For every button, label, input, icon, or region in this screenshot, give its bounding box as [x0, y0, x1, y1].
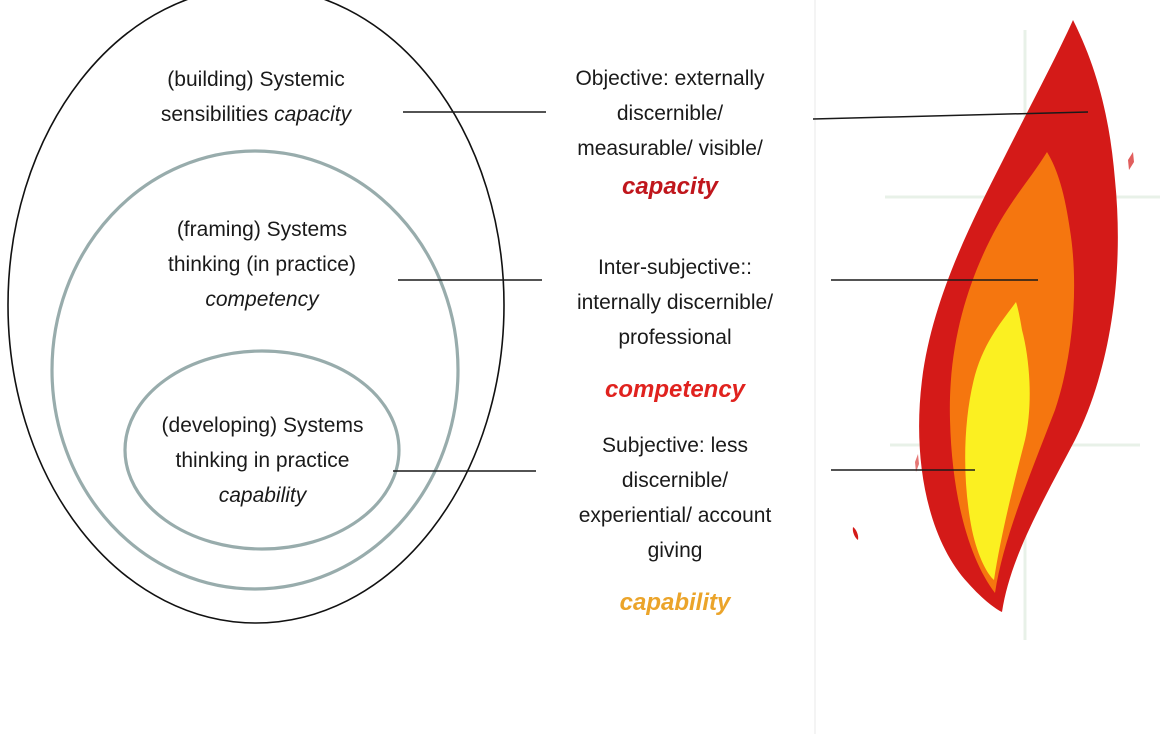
outer-circle-label: (building) Systemic sensibilities capaci…	[136, 62, 376, 132]
subjective-line1: Subjective: less	[602, 434, 748, 457]
objective-line2: discernible/	[616, 102, 724, 125]
middle-circle-term-line: competency	[142, 282, 382, 317]
intersubjective-line2: internally discernible/	[576, 291, 774, 314]
objective-description: Objective: externally discernible/ measu…	[530, 61, 810, 166]
flame-inner-layer	[965, 302, 1030, 580]
subjective-line2: discernible/	[621, 469, 729, 492]
outer-circle-line2: sensibilities capacity	[136, 97, 376, 132]
inner-circle-label: (developing) Systems thinking in practic…	[135, 408, 390, 513]
flame-spark-1	[1128, 152, 1134, 170]
intersubjective-line3: professional	[618, 326, 732, 349]
subjective-description: Subjective: less discernible/ experienti…	[530, 428, 820, 568]
competency-keyword: competency	[604, 376, 746, 403]
middle-circle-line2: thinking (in practice)	[168, 253, 356, 276]
middle-circle-label: (framing) Systems thinking (in practice)…	[142, 212, 382, 317]
capability-keyword: capability	[619, 589, 731, 616]
objective-line1: Objective: externally	[575, 67, 765, 90]
inner-circle-line1: (developing) Systems	[161, 414, 364, 437]
outer-ellipse	[7, 0, 505, 624]
middle-circle-line1: (framing) Systems	[176, 218, 348, 241]
inner-circle-term: capability	[218, 484, 307, 507]
intersubjective-description: Inter-subjective:: internally discernibl…	[530, 250, 820, 355]
inner-ellipse	[123, 349, 401, 551]
capacity-keyword: capacity	[621, 173, 719, 200]
flame-illustration	[852, 20, 1134, 612]
subjective-line4: giving	[647, 539, 703, 562]
middle-circle-term: competency	[205, 288, 319, 311]
connector-capacity-right	[812, 111, 1089, 120]
flame-spark-3	[915, 454, 919, 472]
outer-circle-line1: (building) Systemic	[167, 68, 345, 91]
inner-circle-line2: thinking in practice	[175, 449, 350, 472]
intersubjective-line1: Inter-subjective::	[597, 256, 753, 279]
outer-circle-line2-prefix: sensibilities	[160, 103, 275, 126]
inner-circle-term-line: capability	[135, 478, 390, 513]
outer-circle-term: capacity	[274, 103, 352, 126]
subjective-line3: experiential/ account	[578, 504, 772, 527]
connector-lines	[393, 111, 1089, 472]
middle-ellipse	[50, 149, 460, 591]
flame-spark-2	[852, 527, 859, 540]
objective-line3: measurable/ visible/	[577, 137, 763, 160]
